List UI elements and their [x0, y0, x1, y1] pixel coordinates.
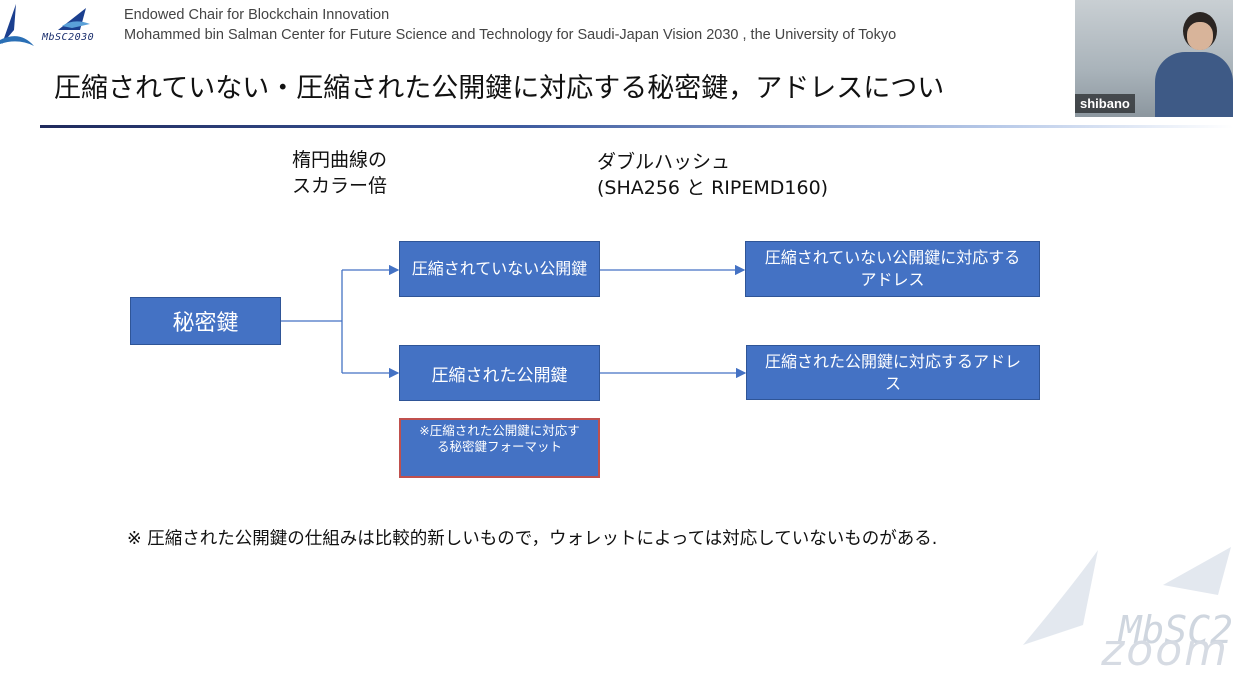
- participant-face: [1187, 22, 1213, 50]
- zoom-watermark: zoom: [1101, 625, 1229, 676]
- double-hash-label: ダブルハッシュ (SHA256 と RIPEMD160): [597, 149, 828, 201]
- mbsc-watermark-graphic: [1013, 545, 1233, 676]
- header-center-name: Mohammed bin Salman Center for Future Sc…: [124, 27, 897, 43]
- slide-footnote: ※ 圧縮された公開鍵の仕組みは比較的新しいもので，ウォレットによっては対応してい…: [127, 529, 938, 549]
- uncompressed-address-box: 圧縮されていない公開鍵に対応するアドレス: [745, 241, 1040, 297]
- mbsc-watermark-icon: [1023, 547, 1231, 645]
- compressed-pubkey-box: 圧縮された公開鍵: [399, 345, 600, 401]
- compressed-privkey-format-note: ※圧縮された公開鍵に対応する秘密鍵フォーマット: [399, 418, 600, 478]
- compressed-address-box: 圧縮された公開鍵に対応するアドレス: [746, 345, 1040, 400]
- scalar-mult-label-line2: スカラー倍: [292, 175, 388, 197]
- mbsc-logo: [0, 0, 110, 54]
- participant-name: shibano: [1075, 94, 1135, 113]
- double-hash-label-line2: (SHA256 と RIPEMD160): [597, 177, 829, 199]
- header-chair-name: Endowed Chair for Blockchain Innovation: [124, 7, 390, 23]
- private-key-box: 秘密鍵: [130, 297, 281, 345]
- scalar-mult-label: 楕円曲線の スカラー倍: [292, 147, 387, 199]
- mbsc-logo-icon: [0, 4, 90, 46]
- slide-title: 圧縮されていない・圧縮された公開鍵に対応する秘密鍵，アドレスについ: [54, 73, 945, 104]
- participant-body: [1155, 52, 1233, 117]
- participant-video-tile[interactable]: shibano: [1075, 0, 1233, 117]
- double-hash-label-line1: ダブルハッシュ: [597, 151, 731, 173]
- mbsc-watermark-text: MbSC2: [1118, 608, 1233, 652]
- logo-text: MbSC2030: [42, 32, 95, 43]
- title-divider: [40, 125, 1233, 128]
- scalar-mult-label-line1: 楕円曲線の: [292, 149, 388, 171]
- uncompressed-pubkey-box: 圧縮されていない公開鍵: [399, 241, 600, 297]
